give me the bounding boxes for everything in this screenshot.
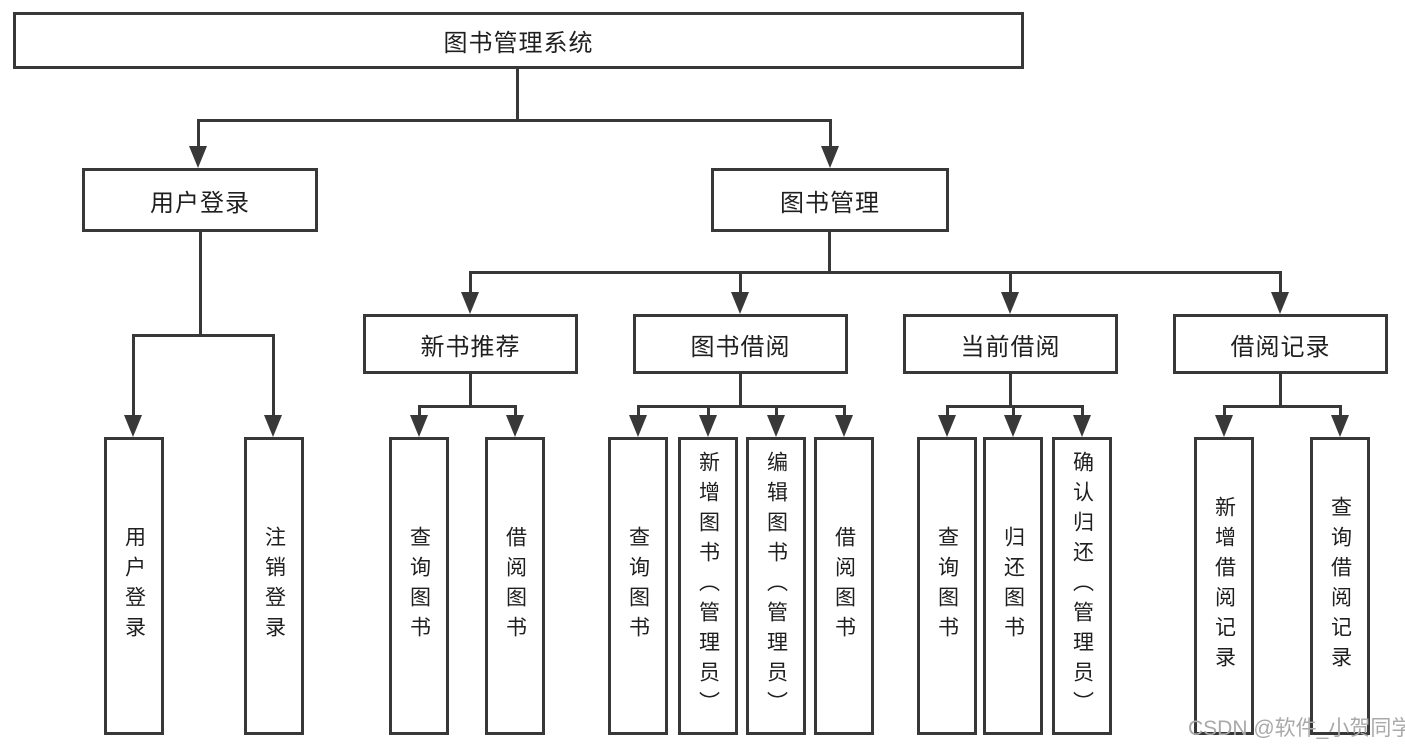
node-label: 当前借阅 xyxy=(960,333,1061,361)
arrow-down-icon xyxy=(124,415,142,437)
leaf-label: 归还图书 xyxy=(1001,526,1025,646)
node-book-borrowing: 图书借阅 xyxy=(633,314,848,374)
node-new-book-recommend: 新书推荐 xyxy=(363,314,578,374)
connector-bus xyxy=(637,405,846,408)
connector-drop xyxy=(843,405,846,418)
arrow-down-icon xyxy=(1001,292,1019,314)
node-label: 图书管理 xyxy=(780,189,880,217)
arrow-down-icon xyxy=(835,415,853,437)
connector-trunk xyxy=(739,374,742,408)
leaf-query-books-current: 查询图书 xyxy=(917,437,977,735)
connector-drop xyxy=(739,271,742,293)
arrow-down-icon xyxy=(410,415,428,437)
leaf-borrow-books-recommend: 借阅图书 xyxy=(485,437,545,735)
connector-drop xyxy=(1279,271,1282,293)
leaf-edit-books-admin: 编辑图书（管理员） xyxy=(746,437,806,735)
node-book-management-branch: 图书管理 xyxy=(711,168,949,232)
leaf-add-books-admin: 新增图书（管理员） xyxy=(678,437,738,735)
connector-trunk xyxy=(1009,374,1012,408)
connector-root-bus xyxy=(197,119,832,122)
leaf-label: 借阅图书 xyxy=(503,526,527,646)
connector-drop xyxy=(418,405,421,418)
connector-drop xyxy=(1223,405,1226,418)
connector-drop xyxy=(829,119,832,149)
connector-drop xyxy=(132,334,135,417)
connector-bookmgmt-bus xyxy=(469,271,1282,274)
leaf-label: 查询图书 xyxy=(935,526,959,646)
leaf-label: 新增借阅记录 xyxy=(1212,496,1236,676)
leaf-confirm-return-admin: 确认归还（管理员） xyxy=(1052,437,1112,735)
arrow-down-icon xyxy=(506,415,524,437)
leaf-label: 用户登录 xyxy=(122,526,146,646)
leaf-borrow-books-borrowing: 借阅图书 xyxy=(814,437,874,735)
node-label: 图书管理系统 xyxy=(443,30,594,57)
connector-drop xyxy=(272,334,275,417)
connector-userlogin-bus xyxy=(132,334,275,337)
leaf-label: 查询图书 xyxy=(407,526,431,646)
connector-drop xyxy=(775,405,778,418)
arrow-down-icon xyxy=(629,415,647,437)
connector-drop xyxy=(1081,405,1084,418)
connector-trunk xyxy=(1279,374,1282,408)
node-label: 借阅记录 xyxy=(1230,333,1331,361)
node-label: 新书推荐 xyxy=(420,333,521,361)
arrow-down-icon xyxy=(767,415,785,437)
connector-drop xyxy=(637,405,640,418)
connector-bus xyxy=(1223,405,1341,408)
connector-drop xyxy=(469,271,472,293)
arrow-down-icon xyxy=(731,292,749,314)
connector-drop xyxy=(197,119,200,149)
leaf-label: 新增图书（管理员） xyxy=(696,451,720,721)
arrow-down-icon xyxy=(1271,292,1289,314)
leaf-query-books-recommend: 查询图书 xyxy=(389,437,449,735)
arrow-down-icon xyxy=(699,415,717,437)
connector-drop xyxy=(1009,271,1012,293)
leaf-label: 注销登录 xyxy=(262,526,286,646)
arrow-down-icon xyxy=(1073,415,1091,437)
connector-drop xyxy=(1012,405,1015,418)
leaf-label: 查询图书 xyxy=(626,526,650,646)
node-current-borrowing: 当前借阅 xyxy=(903,314,1118,374)
connector-root-trunk xyxy=(516,69,519,120)
leaf-query-borrow-record: 查询借阅记录 xyxy=(1310,437,1370,735)
arrow-down-icon xyxy=(1004,415,1022,437)
arrow-down-icon xyxy=(938,415,956,437)
arrow-down-icon xyxy=(189,146,207,168)
connector-drop xyxy=(707,405,710,418)
connector-userlogin-trunk xyxy=(199,232,202,336)
arrow-down-icon xyxy=(821,146,839,168)
arrow-down-icon xyxy=(264,415,282,437)
leaf-label: 编辑图书（管理员） xyxy=(764,451,788,721)
node-user-login-branch: 用户登录 xyxy=(82,168,318,232)
leaf-query-books-borrowing: 查询图书 xyxy=(608,437,668,735)
leaf-user-login: 用户登录 xyxy=(104,437,164,735)
leaf-label: 查询借阅记录 xyxy=(1328,496,1352,676)
leaf-label: 确认归还（管理员） xyxy=(1070,451,1094,721)
arrow-down-icon xyxy=(1215,415,1233,437)
csdn-watermark: CSDN @软件_小贺同学 xyxy=(1188,717,1405,740)
node-label: 图书借阅 xyxy=(690,333,791,361)
connector-drop xyxy=(1339,405,1342,418)
node-root-system: 图书管理系统 xyxy=(13,12,1024,69)
node-label: 用户登录 xyxy=(150,189,250,217)
connector-drop xyxy=(946,405,949,418)
connector-trunk xyxy=(469,374,472,408)
connector-bookmgmt-trunk xyxy=(828,232,831,273)
connector-drop xyxy=(514,405,517,418)
leaf-return-books: 归还图书 xyxy=(983,437,1043,735)
leaf-label: 借阅图书 xyxy=(832,526,856,646)
leaf-logout: 注销登录 xyxy=(244,437,304,735)
connector-bus xyxy=(418,405,517,408)
node-borrowing-records: 借阅记录 xyxy=(1173,314,1388,374)
arrow-down-icon xyxy=(1331,415,1349,437)
arrow-down-icon xyxy=(461,292,479,314)
leaf-add-borrow-record: 新增借阅记录 xyxy=(1194,437,1254,735)
